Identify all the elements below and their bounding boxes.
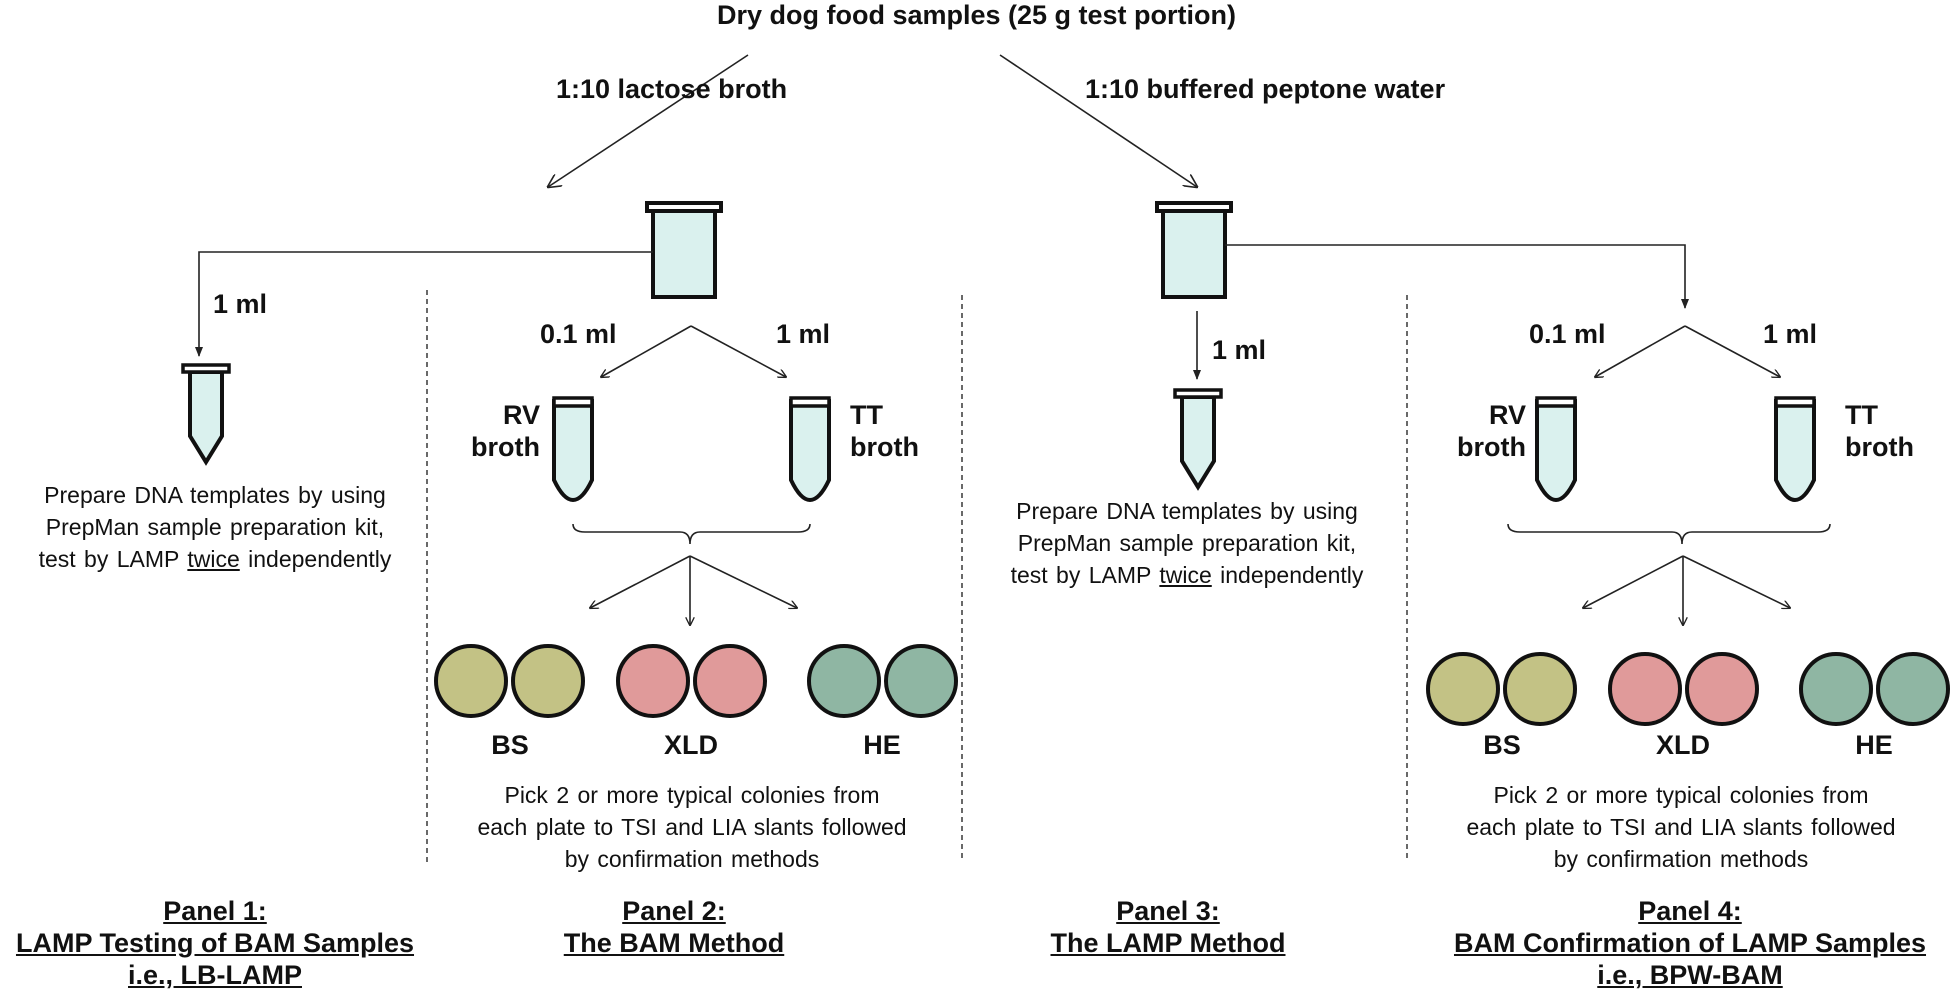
bam-plate-label-xld: XLD (664, 730, 718, 760)
bpw-bam-xld-plate-2 (1685, 652, 1759, 726)
bpw-bam-rv-label-line2: broth (1457, 432, 1526, 462)
lb-lamp-microtube (181, 363, 231, 466)
bpw-bam-plates (1426, 652, 1950, 726)
diagram-title: Dry dog food samples (25 g test portion) (716, 0, 1237, 30)
bam-plates (434, 644, 958, 718)
panel-2-subtitle: The BAM Method (563, 928, 785, 958)
volume-label-lb-lamp: 1 ml (213, 289, 268, 319)
panel-2-caption: Panel 2: The BAM Method (474, 895, 874, 959)
bpw-bam-confirmation-text: Pick 2 or more typical colonies from eac… (1421, 779, 1941, 875)
branch-label-peptone: 1:10 buffered peptone water (1085, 74, 1446, 104)
branch-label-lactose: 1:10 lactose broth (556, 74, 788, 104)
bam-confirm-line1: Pick 2 or more typical colonies from (504, 782, 880, 808)
panel-4-subtitle: BAM Confirmation of LAMP Samples (1453, 928, 1927, 958)
bam-rv-tube (552, 396, 594, 502)
bam-rv-label: RV broth (458, 399, 540, 463)
bpw-bam-plate-label-bs: BS (1483, 730, 1521, 760)
bam-split-arrows (601, 325, 786, 377)
bpw-bam-tt-label-line1: TT (1845, 400, 1878, 430)
panel-3-title: Panel 3: (1116, 896, 1220, 926)
bpw-bam-confirm-line2: each plate to TSI and LIA slants followe… (1466, 814, 1896, 840)
bpw-lamp-microtube (1173, 388, 1223, 491)
bam-xld-plate-1 (616, 644, 690, 718)
bpw-bam-bs-plate-1 (1426, 652, 1500, 726)
bpw-bam-rv-label-line1: RV (1488, 400, 1526, 430)
bpw-bam-confirm-line1: Pick 2 or more typical colonies from (1493, 782, 1869, 808)
bam-plate-label-bs: BS (491, 730, 529, 760)
bpw-bam-plate-label-he: HE (1855, 730, 1893, 760)
bpw-bam-tt-label-line2: broth (1845, 432, 1914, 462)
bpw-bam-he-plate-1 (1799, 652, 1873, 726)
panel-3-caption: Panel 3: The LAMP Method (968, 895, 1368, 959)
panel-3-subtitle: The LAMP Method (1050, 928, 1286, 958)
panel-4-title: Panel 4: (1638, 896, 1742, 926)
bam-bs-plate-1 (434, 644, 508, 718)
panel-4-caption: Panel 4: BAM Confirmation of LAMP Sample… (1430, 895, 1950, 991)
bam-tt-label-line2: broth (850, 432, 919, 462)
bam-confirm-line3: by confirmation methods (564, 846, 820, 872)
bpw-lamp-desc-line2: PrepMan sample preparation kit, (1017, 530, 1357, 556)
bpw-bam-rv-tube (1535, 396, 1577, 502)
bam-he-plate-2 (884, 644, 958, 718)
lb-lamp-desc-line2: PrepMan sample preparation kit, (45, 514, 385, 540)
bam-plate-arrows (590, 555, 797, 625)
bam-he-plate-1 (807, 644, 881, 718)
bpw-bam-tt-tube (1774, 396, 1816, 502)
panel-1-caption: Panel 1: LAMP Testing of BAM Samples i.e… (0, 895, 430, 991)
lactose-broth-vessel (645, 201, 723, 299)
panel-2-title: Panel 2: (622, 896, 726, 926)
panel-1-subtitle: LAMP Testing of BAM Samples (15, 928, 415, 958)
bpw-bam-rv-label: RV broth (1430, 399, 1526, 463)
bam-tt-tube (789, 396, 831, 502)
bpw-bam-plate-arrows (1583, 555, 1790, 625)
bpw-bam-bs-plate-2 (1503, 652, 1577, 726)
bpw-lamp-desc-line1: Prepare DNA templates by using (1016, 498, 1358, 524)
lb-lamp-description: Prepare DNA templates by using PrepMan s… (5, 479, 425, 575)
twice-emphasis: twice (1159, 562, 1212, 588)
peptone-water-vessel (1155, 201, 1233, 299)
panel-1-title: Panel 1: (163, 896, 267, 926)
panel-4-abbrev: i.e., BPW-BAM (1597, 960, 1783, 990)
bpw-bam-split-arrows (1595, 325, 1780, 377)
volume-label-bam-rv: 0.1 ml (540, 319, 617, 349)
bpw-bam-confirm-line3: by confirmation methods (1553, 846, 1809, 872)
lactose-to-lamp-connector (195, 251, 653, 357)
bam-confirm-line2: each plate to TSI and LIA slants followe… (477, 814, 907, 840)
lb-lamp-desc-line1: Prepare DNA templates by using (44, 482, 386, 508)
volume-label-bpw-bam-rv: 0.1 ml (1529, 319, 1606, 349)
bpw-bam-xld-plate-1 (1608, 652, 1682, 726)
bpw-bam-plate-label-xld: XLD (1656, 730, 1710, 760)
twice-emphasis: twice (187, 546, 240, 572)
bpw-lamp-desc-line3: test by LAMP twice independently (1010, 562, 1364, 588)
bam-xld-plate-2 (693, 644, 767, 718)
split-arrows (548, 54, 1197, 187)
bam-tt-label-line1: TT (850, 400, 883, 430)
bam-rv-label-line1: RV (502, 400, 540, 430)
bpw-bam-tt-label: TT broth (1845, 399, 1914, 463)
bam-tt-label: TT broth (850, 399, 919, 463)
volume-label-bam-tt: 1 ml (776, 319, 831, 349)
bam-confirmation-text: Pick 2 or more typical colonies from eac… (432, 779, 952, 875)
bpw-lamp-description: Prepare DNA templates by using PrepMan s… (977, 495, 1397, 591)
bam-rv-label-line2: broth (471, 432, 540, 462)
bpw-bam-he-plate-2 (1876, 652, 1950, 726)
volume-label-bpw-lamp: 1 ml (1212, 335, 1267, 365)
lb-lamp-desc-line3: test by LAMP twice independently (38, 546, 392, 572)
peptone-to-bam-connector (1225, 244, 1689, 309)
bam-plate-label-he: HE (863, 730, 901, 760)
panel-1-abbrev: i.e., LB-LAMP (128, 960, 302, 990)
bpw-bam-bracket (1507, 523, 1831, 545)
volume-label-bpw-bam-tt: 1 ml (1763, 319, 1818, 349)
bam-bs-plate-2 (511, 644, 585, 718)
bam-bracket (572, 523, 811, 545)
